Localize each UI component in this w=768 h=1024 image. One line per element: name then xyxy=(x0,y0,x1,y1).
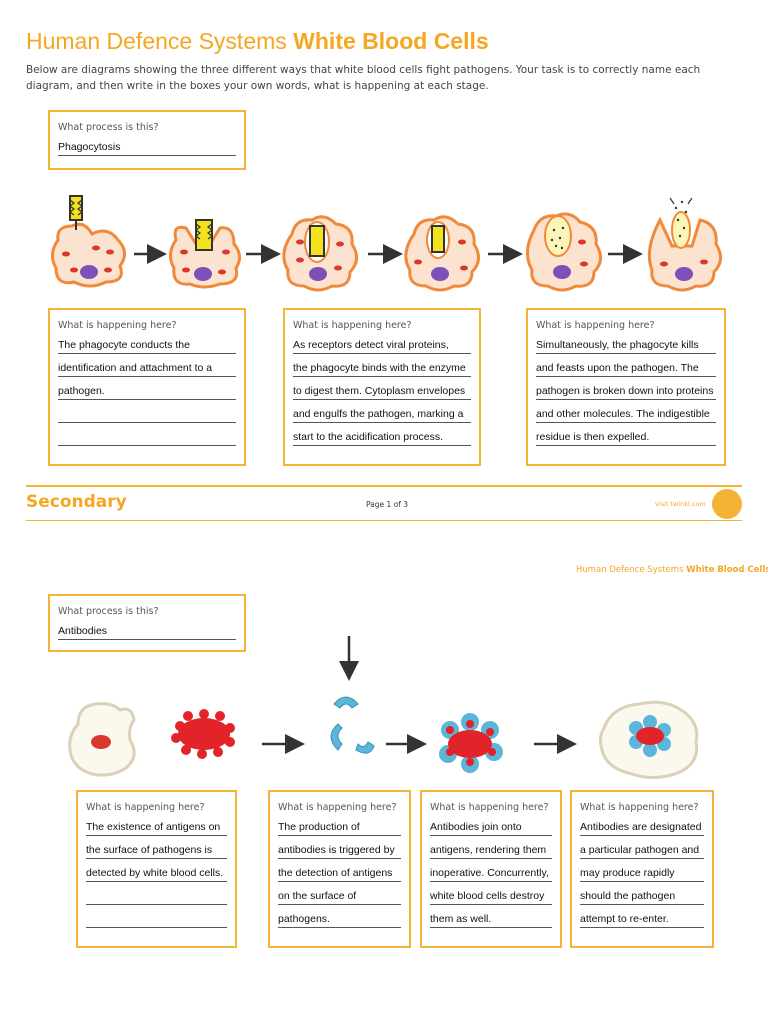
stage-question: What is happening here? xyxy=(278,802,397,813)
phagocyte-stage-3 xyxy=(282,215,358,292)
answer-line[interactable]: white blood cells destroy xyxy=(430,882,552,905)
stage-box-3: What is happening here? Simultaneously, … xyxy=(526,308,726,466)
answer-line[interactable]: antigens, rendering them xyxy=(430,836,552,859)
page-number: Page 1 of 3 xyxy=(366,500,409,509)
running-header: Human Defence Systems White Blood Cells xyxy=(576,565,768,575)
stage-question: What is happening here? xyxy=(293,320,412,331)
intro-text: Below are diagrams showing the three dif… xyxy=(26,64,701,92)
answer-line[interactable]: them as well. xyxy=(430,905,552,928)
answer-line[interactable]: a particular pathogen and xyxy=(580,836,704,859)
answer-line[interactable]: and engulfs the pathogen, marking a xyxy=(293,400,471,423)
stage-question: What is happening here? xyxy=(58,320,177,331)
stage-question: What is happening here? xyxy=(536,320,655,331)
answer-line[interactable]: may produce rapidly xyxy=(580,859,704,882)
process-question: What process is this? xyxy=(58,606,159,617)
answer-line[interactable]: pathogen is broken down into proteins xyxy=(536,377,716,400)
phagocyte-stage-4 xyxy=(404,215,480,292)
answer-line[interactable]: The production of xyxy=(278,813,401,836)
header-light: Human Defence Systems xyxy=(576,565,684,575)
title-bold: White Blood Cells xyxy=(293,28,489,54)
answer-line[interactable]: start to the acidification process. xyxy=(293,423,471,446)
answer-line[interactable]: the detection of antigens xyxy=(278,859,401,882)
process-box-2: What process is this? Antibodies xyxy=(48,594,246,652)
answer-line[interactable]: the surface of pathogens is xyxy=(86,836,227,859)
answer-line[interactable]: and feasts upon the pathogen. The xyxy=(536,354,716,377)
answer-line[interactable] xyxy=(86,882,227,905)
answer-line[interactable]: residue is then expelled. xyxy=(536,423,716,446)
white-blood-cell-engulfing xyxy=(598,700,699,779)
process-question: What process is this? xyxy=(58,122,159,133)
answer-line[interactable]: pathogen. xyxy=(58,377,236,400)
antibodies-diagram xyxy=(68,636,699,779)
answer-line[interactable]: As receptors detect viral proteins, xyxy=(293,331,471,354)
answer-line[interactable]: antibodies is triggered by xyxy=(278,836,401,859)
stage-question: What is happening here? xyxy=(430,802,549,813)
twinkl-logo-icon xyxy=(712,489,742,519)
answer-line[interactable]: to digest them. Cytoplasm envelopes xyxy=(293,377,471,400)
title-light: Human Defence Systems xyxy=(26,28,287,54)
answer-line[interactable] xyxy=(86,905,227,928)
antibody-box-2: What is happening here? The production o… xyxy=(268,790,411,948)
page-title: Human Defence Systems White Blood Cells xyxy=(26,28,489,55)
answer-line[interactable]: should the pathogen xyxy=(580,882,704,905)
phagocytosis-diagram xyxy=(51,195,722,292)
footer-divider-bottom xyxy=(26,520,742,521)
pathogen-with-antigens xyxy=(171,709,235,759)
process-answer-field[interactable]: Antibodies xyxy=(58,617,236,640)
phagocyte-stage-2 xyxy=(169,219,241,289)
stage-question: What is happening here? xyxy=(580,802,699,813)
stage-box-2: What is happening here? As receptors det… xyxy=(283,308,481,466)
process-answer-field[interactable]: Phagocytosis xyxy=(58,133,236,156)
phagocyte-stage-6 xyxy=(647,197,722,292)
answer-line[interactable]: on the surface of xyxy=(278,882,401,905)
antibody-box-1: What is happening here? The existence of… xyxy=(76,790,237,948)
answer-line[interactable]: detected by white blood cells. xyxy=(86,859,227,882)
free-antibodies xyxy=(330,696,375,754)
answer-line[interactable] xyxy=(58,400,236,423)
answer-line[interactable]: pathogens. xyxy=(278,905,401,928)
process-box-1: What process is this? Phagocytosis xyxy=(48,110,246,170)
footer-divider xyxy=(26,485,742,487)
antibody-box-3: What is happening here? Antibodies join … xyxy=(420,790,562,948)
antibody-box-4: What is happening here? Antibodies are d… xyxy=(570,790,714,948)
answer-line[interactable]: The existence of antigens on xyxy=(86,813,227,836)
answer-line[interactable]: Simultaneously, the phagocyte kills xyxy=(536,331,716,354)
answer-line[interactable]: inoperative. Concurrently, xyxy=(430,859,552,882)
stage-question: What is happening here? xyxy=(86,802,205,813)
header-bold: White Blood Cells xyxy=(686,565,768,575)
answer-line[interactable]: attempt to re-enter. xyxy=(580,905,704,928)
answer-line[interactable]: the phagocyte binds with the enzyme xyxy=(293,354,471,377)
phagocyte-stage-5 xyxy=(526,212,602,292)
answer-line[interactable]: and other molecules. The indigestible xyxy=(536,400,716,423)
answer-line[interactable]: identification and attachment to a xyxy=(58,354,236,377)
visit-link[interactable]: visit twinkl.com xyxy=(655,500,706,508)
footer-brand: Secondary xyxy=(26,492,127,512)
answer-line[interactable]: Antibodies join onto xyxy=(430,813,552,836)
antibody-bound-pathogen xyxy=(439,713,503,773)
stage-box-1: What is happening here? The phagocyte co… xyxy=(48,308,246,466)
phagocyte-stage-1 xyxy=(51,195,126,288)
answer-line[interactable]: The phagocyte conducts the xyxy=(58,331,236,354)
white-blood-cell-1 xyxy=(68,702,136,777)
answer-line[interactable]: Antibodies are designated xyxy=(580,813,704,836)
answer-line[interactable] xyxy=(58,423,236,446)
